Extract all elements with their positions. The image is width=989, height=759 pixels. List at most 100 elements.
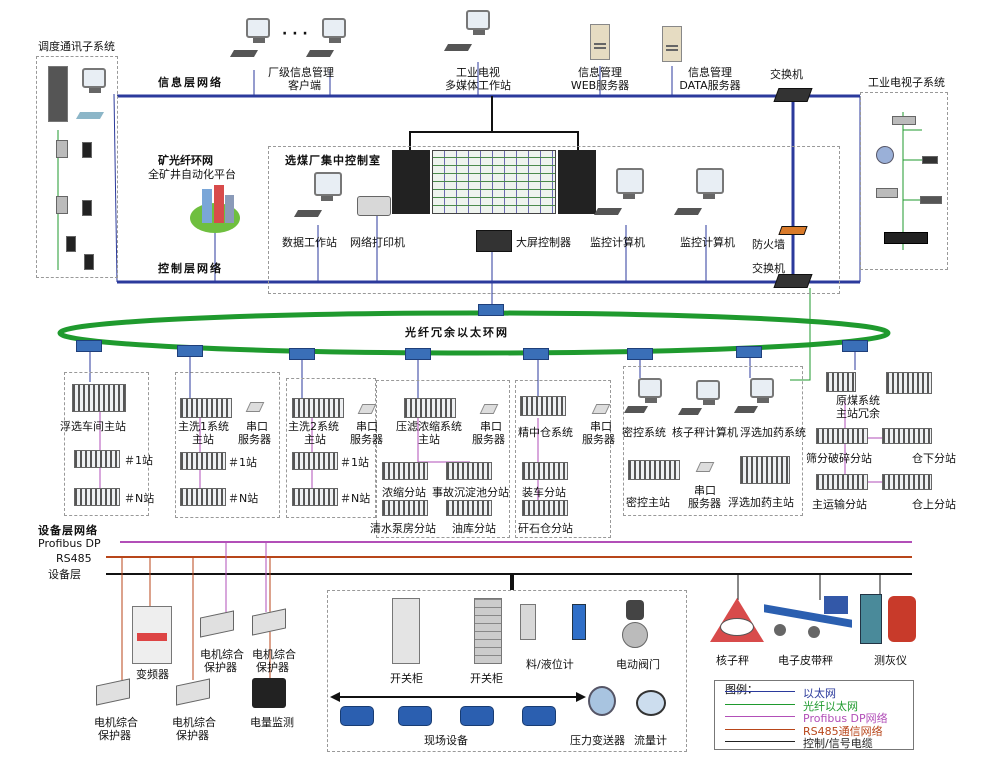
s5-main-label: 精中仓系统 [518, 426, 573, 439]
screen-controller-label: 大屏控制器 [516, 236, 571, 249]
tv-system-title: 工业电视子系统 [868, 76, 945, 89]
info-layer-label: 信息层网络 [158, 76, 223, 89]
legend-label: RS485通信网络 [803, 724, 883, 738]
client-keyboard-2 [305, 50, 335, 57]
s6-c-label: 浮选加药系统 [740, 426, 806, 439]
s5-b-label: 矸石仓分站 [518, 522, 573, 535]
field-device-box [327, 590, 687, 752]
s6-f-rack [740, 456, 790, 484]
valve-label: 电动阀门 [616, 658, 660, 671]
control-room-title: 选煤厂集中控制室 [285, 154, 381, 167]
s5-main-rack [520, 396, 566, 416]
control-switch-icon [773, 274, 813, 288]
power-meter-icon [252, 678, 286, 708]
field-dev-label: 现场设备 [424, 734, 468, 747]
client-dots: · · · [282, 26, 308, 42]
s6-density-monitor [636, 378, 666, 404]
s3-main-label-2: 主站 [304, 433, 326, 446]
s4-d-rack [446, 500, 492, 516]
legend-label: Profibus DP网络 [803, 712, 888, 725]
s3-n1-label: ＃1站 [340, 456, 369, 469]
flow-meter-icon [636, 690, 666, 716]
belt-scale-icon [764, 596, 854, 642]
profibus-label: Profibus DP [38, 537, 101, 550]
flow-label: 流量计 [634, 734, 667, 747]
s4-serial-label-1: 串口 [480, 420, 502, 433]
mine-ring-subtitle: 全矿井自动化平台 [148, 168, 236, 181]
s7-c-label: 主运输分站 [812, 498, 867, 511]
s4-a-rack [382, 462, 428, 480]
camera-icon-3 [876, 188, 898, 198]
s2-serial-label-1: 串口 [246, 420, 268, 433]
s4-c-label: 清水泵房分站 [370, 522, 436, 535]
legend-label: 光纤以太网 [803, 699, 858, 713]
dispatch-box [36, 56, 118, 278]
s3-nn-label: ＃N站 [340, 492, 371, 505]
control-layer-label: 控制层网络 [158, 262, 223, 275]
tv-recorder-icon [884, 232, 928, 244]
screen-controller-icon [476, 230, 512, 252]
switchgear-1-label: 开关柜 [390, 672, 423, 685]
buildings-icon [190, 185, 240, 233]
s2-nn-label: ＃N站 [228, 492, 259, 505]
s7-a-rack [816, 428, 868, 444]
s6-e-label-2: 服务器 [688, 497, 721, 510]
switchgear-2-label: 开关柜 [470, 672, 503, 685]
s6-b-label: 核子秤计算机 [672, 426, 738, 439]
s1-n1-label: ＃1站 [124, 454, 153, 467]
s5-a-label: 装车分站 [522, 486, 566, 499]
ring-node-2 [177, 345, 203, 357]
client-label-2: 客户端 [288, 79, 321, 92]
phone-device-5 [66, 236, 76, 252]
data-server-label-1: 信息管理 [688, 66, 732, 79]
video-wall-right [558, 150, 596, 214]
ring-node-1 [76, 340, 102, 352]
monitor-pc-2-label: 监控计算机 [680, 236, 735, 249]
power-mon-label: 电量监测 [250, 716, 294, 729]
fiber-ring [57, 310, 891, 356]
ring-node-6 [627, 348, 653, 360]
ring-node-5 [523, 348, 549, 360]
motor-4-icon [522, 706, 556, 726]
legend-swatch [725, 728, 795, 730]
ash-label: 测灰仪 [874, 654, 907, 667]
s7-main-rack-1 [826, 372, 856, 392]
prot-a-label-1: 电机综合 [200, 648, 244, 661]
s2-n1-rack [180, 452, 226, 470]
station-group-1 [64, 372, 149, 516]
firewall-icon [778, 226, 808, 235]
vfd-label: 变频器 [136, 668, 169, 681]
s7-a-label: 筛分破碎分站 [806, 452, 872, 465]
station-group-4 [376, 380, 510, 538]
client-monitor-2 [320, 18, 350, 44]
s1-nn-label: ＃N站 [124, 492, 155, 505]
s4-b-label: 事故沉淀池分站 [432, 486, 509, 499]
s2-main-rack [180, 398, 232, 418]
s3-main-label-1: 主洗2系统 [288, 420, 339, 433]
s7-d-rack [882, 474, 932, 490]
ring-node-8 [842, 340, 868, 352]
s4-c-rack [382, 500, 428, 516]
level-meter-icon-2 [572, 604, 586, 640]
tv-workstation-label-2: 多媒体工作站 [445, 79, 511, 92]
s4-main-rack [404, 398, 456, 418]
s5-serial-label-2: 服务器 [582, 433, 615, 446]
info-switch-label: 交换机 [770, 68, 803, 81]
legend-swatch [725, 703, 795, 705]
control-room-box [268, 146, 840, 294]
s4-b-rack [446, 462, 492, 480]
s4-a-label: 浓缩分站 [382, 486, 426, 499]
prot-b-label-2: 保护器 [256, 661, 289, 674]
ring-node-7 [736, 346, 762, 358]
s7-main-label-1: 原煤系统 [836, 394, 880, 407]
video-wall-left [392, 150, 430, 214]
s6-f-label: 浮选加药主站 [728, 496, 794, 509]
s6-flotation-monitor [748, 378, 778, 404]
s4-d-label: 油库分站 [452, 522, 496, 535]
camera-icon-2 [922, 156, 938, 164]
tv-workstation-monitor [464, 10, 494, 36]
prot-c-label-1: 电机综合 [94, 716, 138, 729]
phone-device-3 [56, 196, 68, 214]
s2-main-label-1: 主洗1系统 [178, 420, 229, 433]
